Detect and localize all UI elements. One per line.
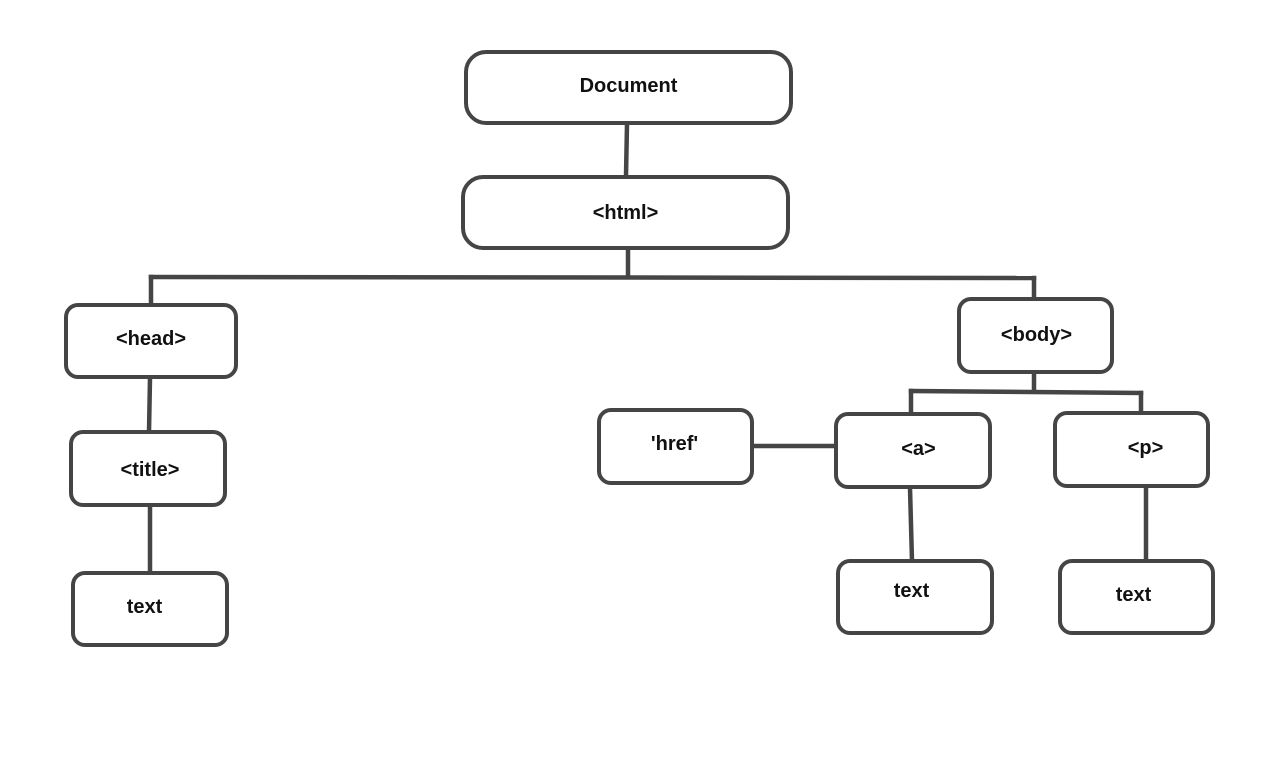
node-body: <body> (957, 297, 1114, 374)
edge-body-bar (908, 388, 1144, 396)
node-head-text: text (71, 571, 229, 647)
node-html: <html> (461, 175, 790, 250)
node-title-label: <title> (120, 458, 180, 481)
node-title: <title> (69, 430, 227, 507)
edge-a-text (907, 485, 915, 564)
node-href-label: 'href' (650, 433, 699, 455)
node-href: 'href' (597, 408, 754, 485)
node-document: Document (464, 50, 793, 125)
node-a-text: text (836, 559, 994, 635)
node-p-text: text (1058, 559, 1215, 635)
node-body-label: <body> (1000, 323, 1073, 346)
node-a: <a> (834, 412, 992, 489)
node-head-label: <head> (115, 327, 187, 350)
node-head-text-label: text (126, 595, 163, 618)
node-a-text-label: text (893, 580, 930, 602)
node-head: <head> (64, 303, 238, 379)
edge-head-title (146, 375, 153, 435)
edge-document-html (623, 121, 630, 179)
edge-html-bar (148, 274, 1037, 281)
node-p-text-label: text (1115, 584, 1152, 606)
node-html-label: <html> (592, 202, 659, 224)
node-document-label: Document (579, 75, 678, 97)
node-p-label: <p> (1127, 436, 1164, 459)
node-p: <p> (1053, 411, 1210, 488)
node-a-label: <a> (901, 437, 936, 460)
